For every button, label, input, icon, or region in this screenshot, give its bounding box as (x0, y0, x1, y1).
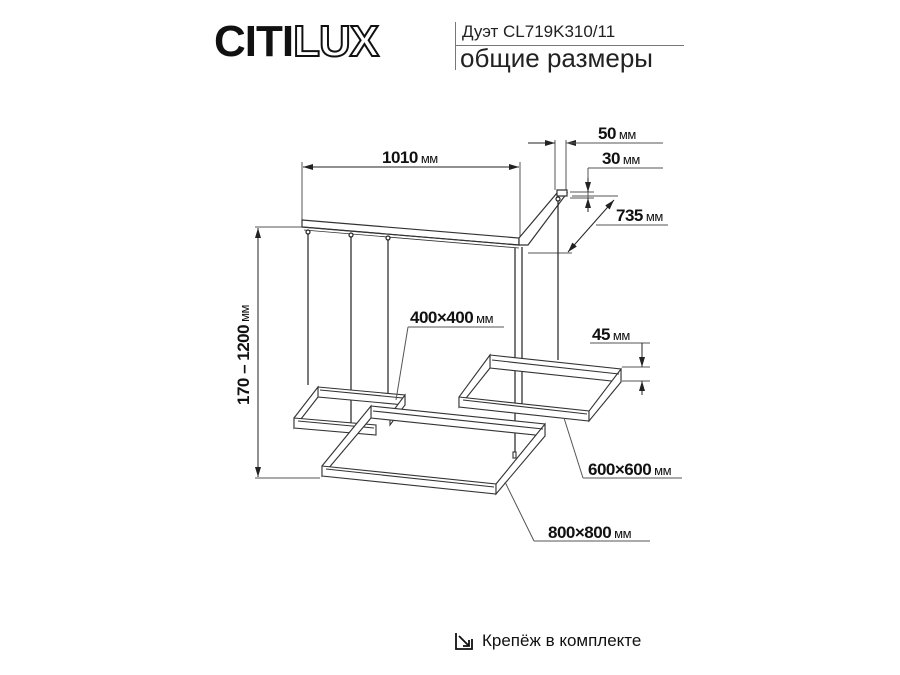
dim-50 (528, 140, 663, 190)
label-50-unit: мм (618, 127, 636, 142)
label-600-value: 600×600 (588, 460, 652, 479)
mount-arrow-icon (455, 633, 473, 650)
ceiling-bar-long (301, 219, 520, 249)
label-30-unit: мм (622, 152, 640, 167)
label-400-unit: мм (476, 311, 494, 326)
label-735-unit: мм (645, 209, 663, 224)
frame-600 (458, 353, 622, 423)
header-divider-vertical (455, 22, 456, 70)
label-400-value: 400×400 (410, 308, 474, 327)
brand-logo: CITILUX (214, 16, 380, 68)
page-subtitle: общие размеры (460, 43, 653, 73)
label-30-value: 30 (602, 149, 620, 168)
label-800-value: 800×800 (548, 523, 612, 542)
label-50-value: 50 (598, 124, 616, 143)
model-name: Дуэт CL719K310/11 (462, 22, 616, 41)
frame-800 (321, 404, 546, 496)
ceiling-bar-short (518, 189, 569, 246)
mounting-note-text: Крепёж в комплекте (482, 631, 642, 650)
dim-1010 (301, 162, 521, 240)
label-1010-value: 1010 (382, 148, 418, 167)
brand-logo-solid: CITI (214, 17, 294, 66)
leader-lines (395, 326, 682, 542)
label-600-unit: мм (654, 463, 672, 478)
header-divider-horizontal (456, 45, 684, 46)
label-height-unit: мм (237, 305, 252, 322)
header: CITILUX Дуэт CL719K310/11 общие размеры (0, 0, 900, 80)
label-1010-unit: мм (420, 151, 438, 166)
brand-logo-outline: LUX (292, 16, 380, 67)
label-45-unit: мм (612, 328, 630, 343)
label-height-value: 170 – 1200 (234, 324, 253, 405)
mounting-note: Крепёж в комплекте (455, 628, 641, 654)
label-800-unit: мм (614, 526, 632, 541)
label-height: 170 – 1200 мм (234, 305, 254, 405)
label-735-value: 735 (616, 206, 643, 225)
label-45-value: 45 (592, 325, 610, 344)
dim-735 (528, 195, 668, 254)
dim-height (255, 226, 320, 479)
